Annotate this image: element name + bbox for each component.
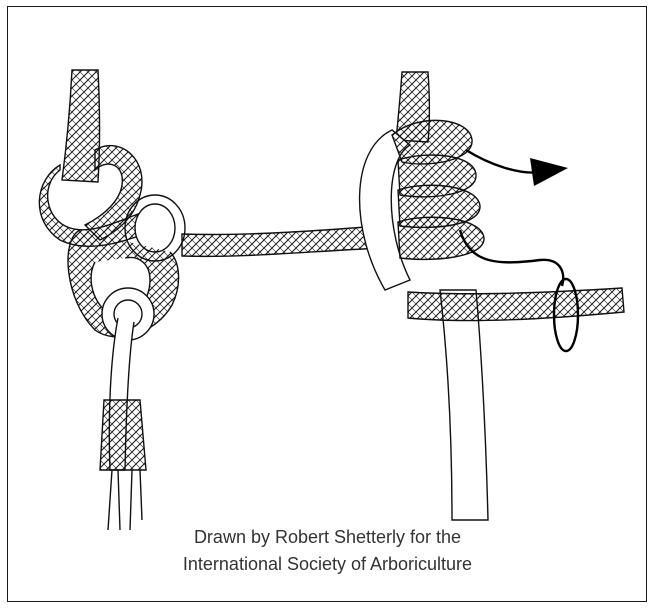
right-knot-coils xyxy=(360,120,624,320)
arrow-head-icon xyxy=(530,158,568,186)
left-rope xyxy=(62,70,100,182)
caption-line-1: Drawn by Robert Shetterly for the xyxy=(0,524,655,551)
horizontal-rope xyxy=(182,226,382,256)
caption-line-2: International Society of Arboriculture xyxy=(0,551,655,578)
carabiner xyxy=(100,288,154,530)
